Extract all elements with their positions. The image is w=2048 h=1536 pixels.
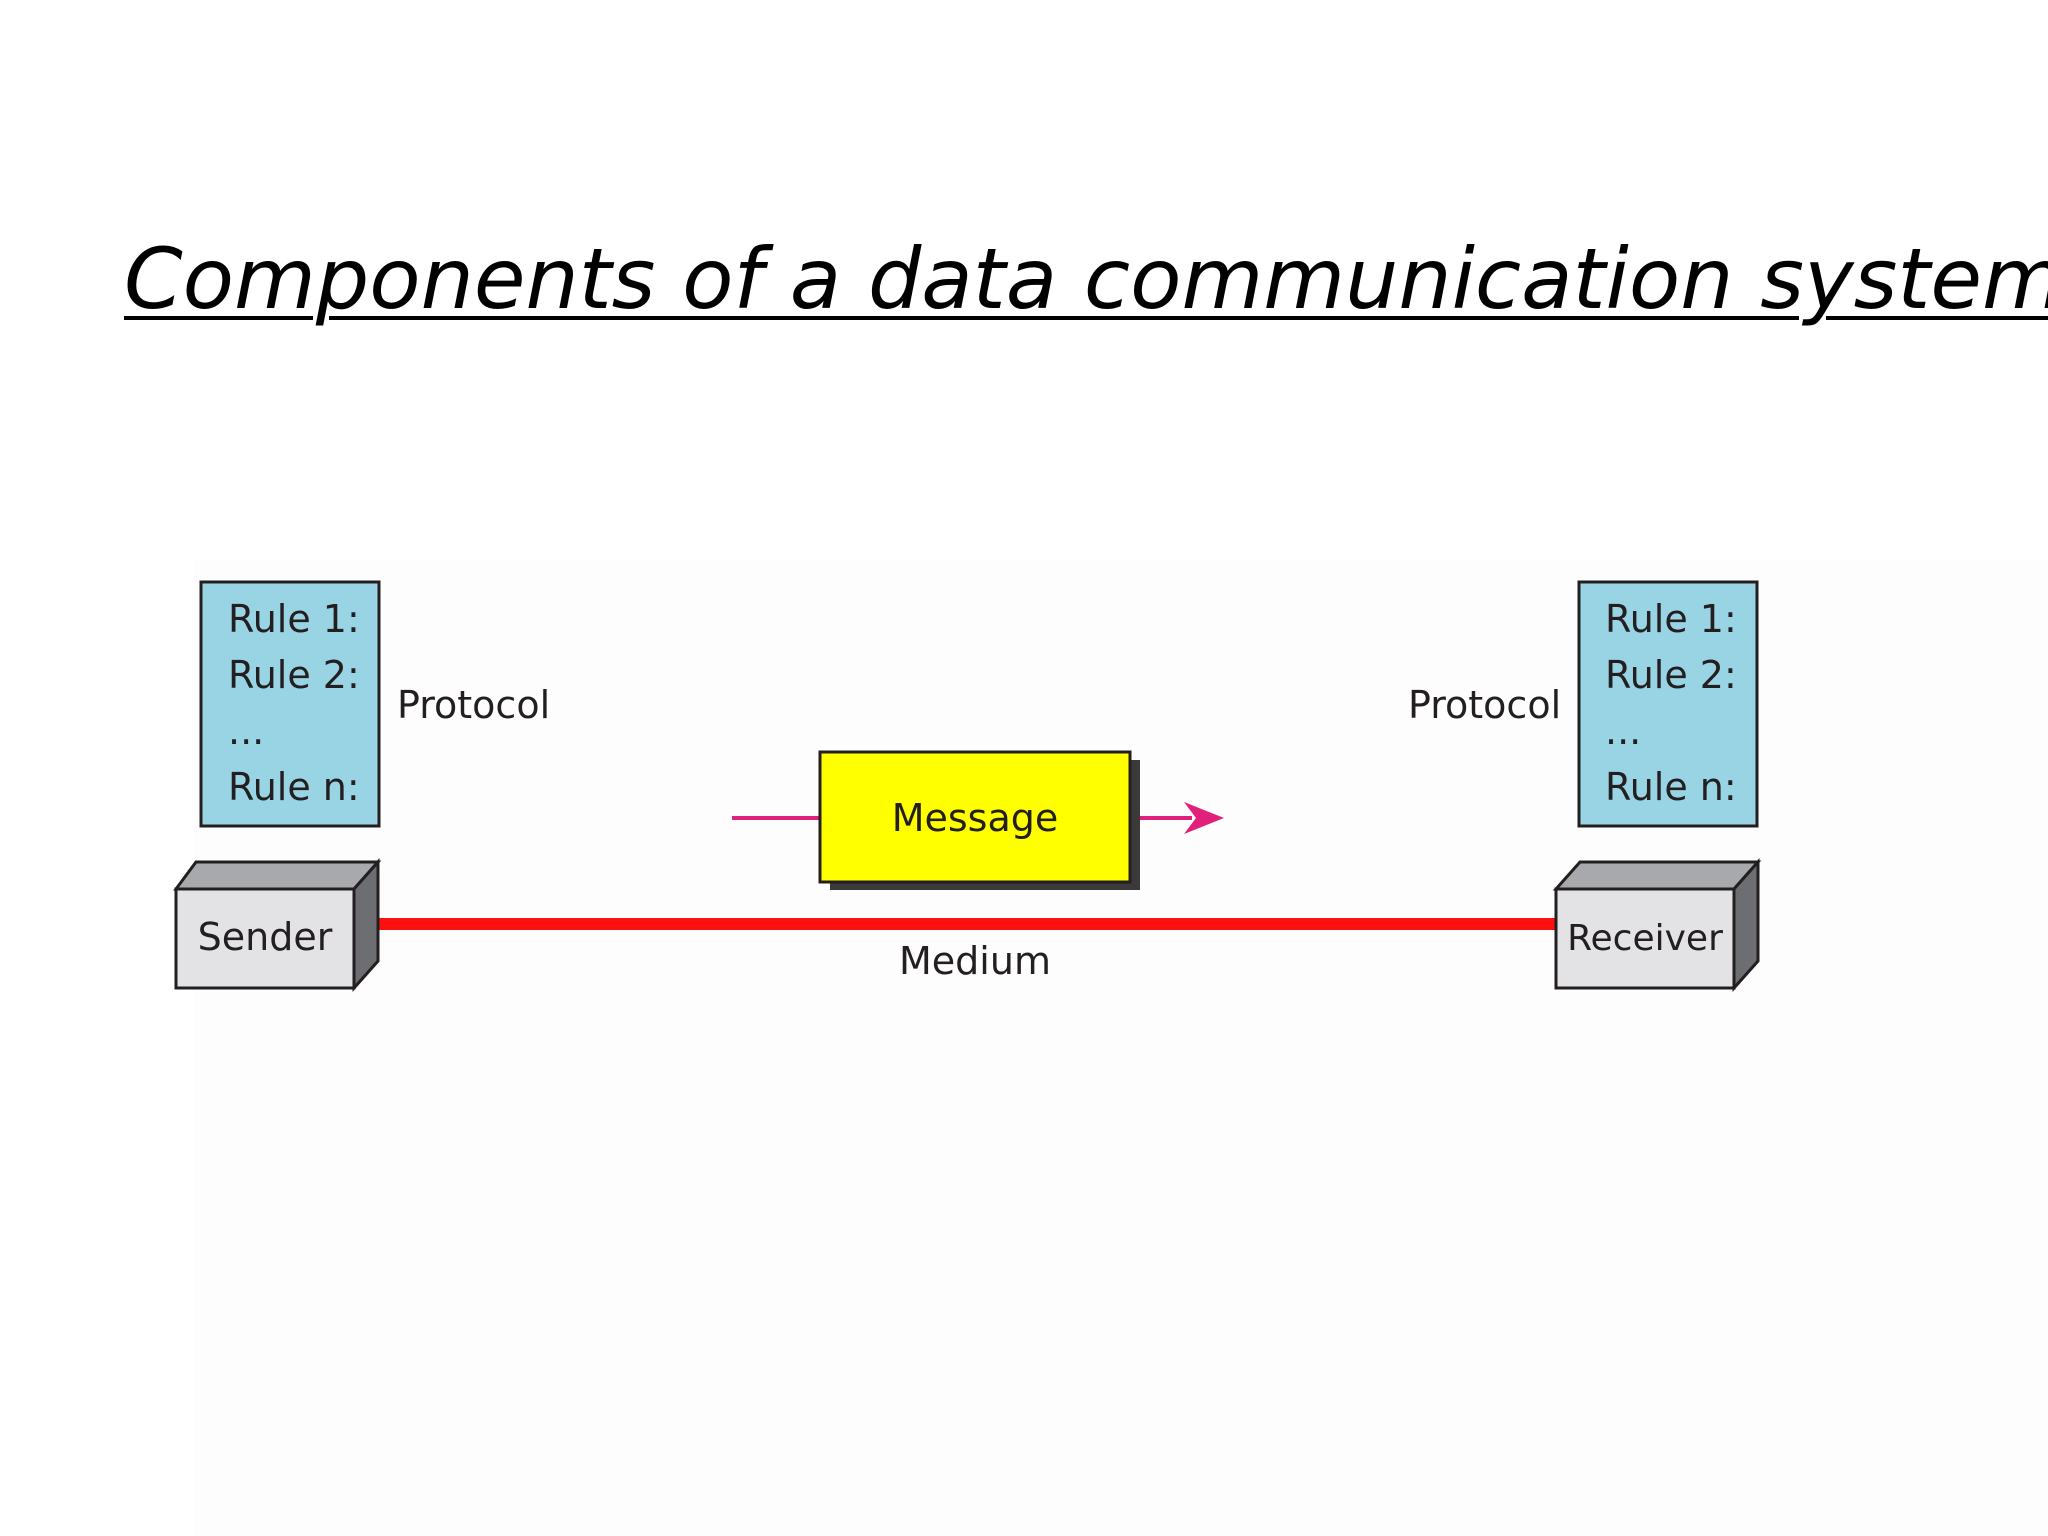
- receiver-device-top: [1552, 860, 1762, 891]
- receiver-protocol-box: [1577, 580, 1759, 828]
- sender-rule-n: Rule n:: [228, 765, 360, 809]
- sender-protocol-label: Protocol: [397, 683, 550, 727]
- sender-device-top: [173, 860, 382, 891]
- receiver-rule-n: Rule n:: [1605, 765, 1737, 809]
- sender-protocol-box: [199, 580, 381, 828]
- receiver-label: Receiver: [1567, 918, 1723, 959]
- receiver-protocol: Rule 1: Rule 2: ... Rule n:: [1577, 580, 1759, 828]
- sender-rule-ellipsis: ...: [228, 709, 264, 753]
- sender-device: Sender: [173, 858, 382, 992]
- receiver-rule-1: Rule 1:: [1605, 597, 1737, 641]
- receiver-rule-2: Rule 2:: [1605, 653, 1737, 697]
- sender-rule-2: Rule 2:: [228, 653, 360, 697]
- receiver-device: Receiver: [1552, 858, 1762, 992]
- receiver-protocol-label: Protocol: [1408, 683, 1561, 727]
- sender-rule-1: Rule 1:: [228, 597, 360, 641]
- receiver-rule-ellipsis: ...: [1605, 709, 1641, 753]
- message-box: [818, 750, 1132, 884]
- sender-protocol: Rule 1: Rule 2: ... Rule n:: [199, 580, 381, 828]
- medium-label: Medium: [899, 939, 1051, 983]
- message-label: Message: [892, 796, 1059, 840]
- receiver-device-face: [1554, 887, 1736, 990]
- slide-title: Components of a data communication syste…: [124, 230, 2048, 328]
- sender-device-face: [174, 887, 356, 990]
- sender-label: Sender: [198, 915, 333, 959]
